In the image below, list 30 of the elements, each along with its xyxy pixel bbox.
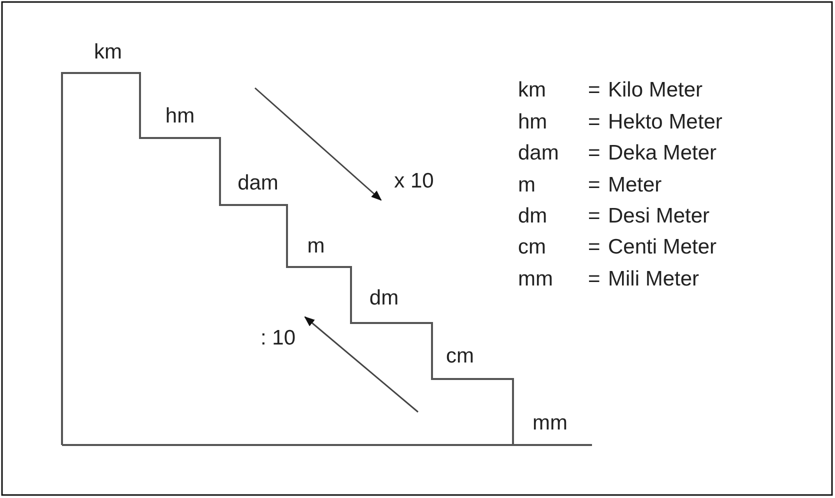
step-label: dam xyxy=(238,172,278,194)
unit-abbreviation: km xyxy=(518,80,546,100)
unit-name: Meter xyxy=(608,174,662,196)
step-label: km xyxy=(94,42,122,62)
step-label: cm xyxy=(446,346,474,366)
unit-abbreviation: dam xyxy=(518,142,559,164)
equals-sign: = xyxy=(588,112,600,132)
unit-name: Centi Meter xyxy=(608,236,717,258)
equals-sign: = xyxy=(588,206,600,226)
unit-name: Mili Meter xyxy=(608,268,700,290)
equals-sign: = xyxy=(588,80,600,100)
unit-abbreviation: dm xyxy=(518,206,548,226)
factor-label: : 10 xyxy=(260,328,296,348)
equals-sign: = xyxy=(588,174,600,196)
unit-abbreviation: cm xyxy=(518,236,546,258)
step-label: hm xyxy=(165,106,195,126)
factor-label: x 10 xyxy=(394,170,434,192)
unit-name: Kilo Meter xyxy=(608,80,703,100)
equals-sign: = xyxy=(588,142,600,164)
unit-abbreviation: m xyxy=(518,174,536,196)
equals-sign: = xyxy=(588,236,600,258)
unit-abbreviation: hm xyxy=(518,112,548,132)
unit-abbreviation: mm xyxy=(518,268,553,290)
equals-sign: = xyxy=(588,268,600,290)
step-label: mm xyxy=(532,412,568,434)
unit-name: Deka Meter xyxy=(608,142,717,164)
unit-name: Desi Meter xyxy=(608,206,710,226)
unit-name: Hekto Meter xyxy=(608,112,722,132)
step-label: dm xyxy=(369,288,399,308)
step-label: m xyxy=(307,236,325,256)
